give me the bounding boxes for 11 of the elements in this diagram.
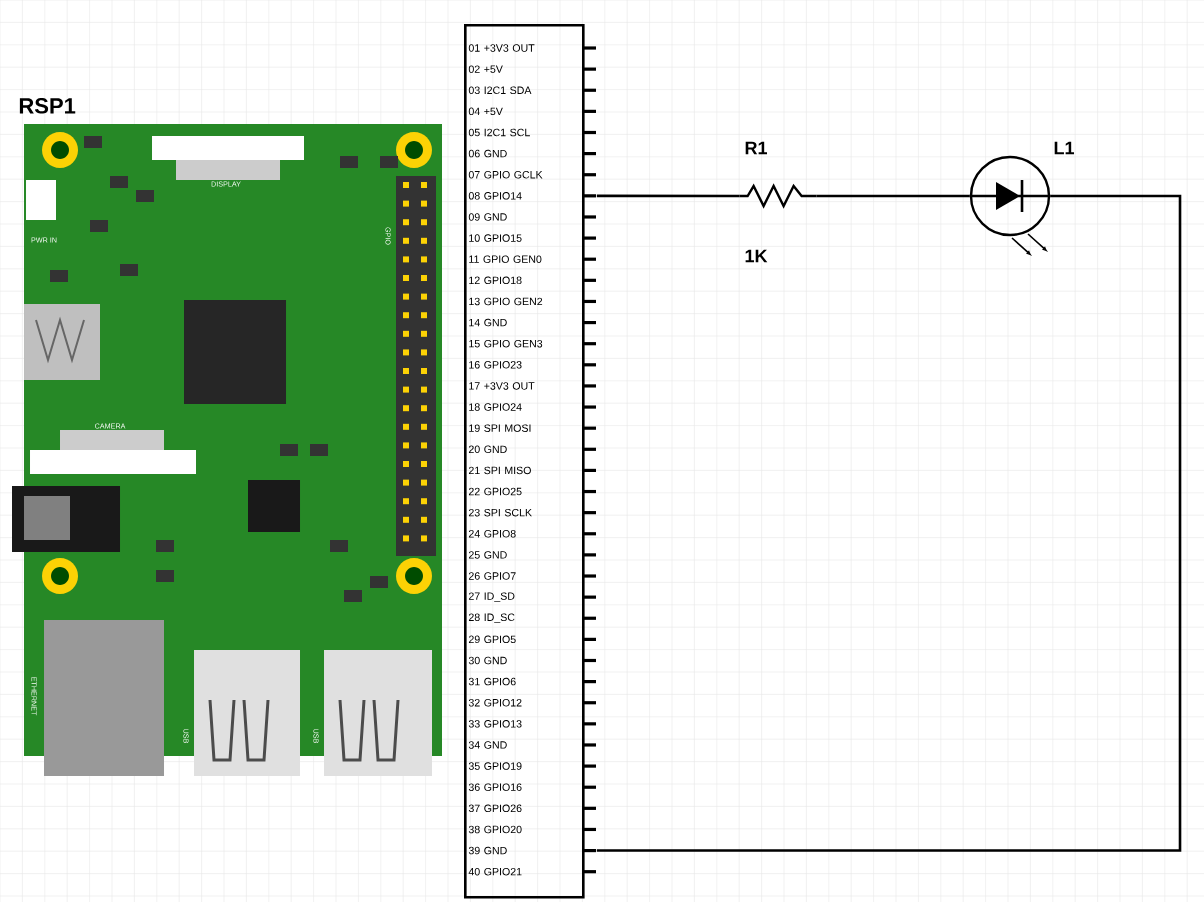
led-symbol [969,155,1051,255]
wire [596,194,740,198]
circuit-board-drawing [12,124,442,776]
component-value: 1K [745,249,768,263]
wire [596,194,1182,852]
component-label: R1 [745,141,767,155]
component-label: L1 [1054,141,1074,155]
board-title: RSP1 [19,98,76,114]
resistor-symbol [739,183,817,209]
wire [816,194,970,198]
pin-header-box [464,24,585,899]
